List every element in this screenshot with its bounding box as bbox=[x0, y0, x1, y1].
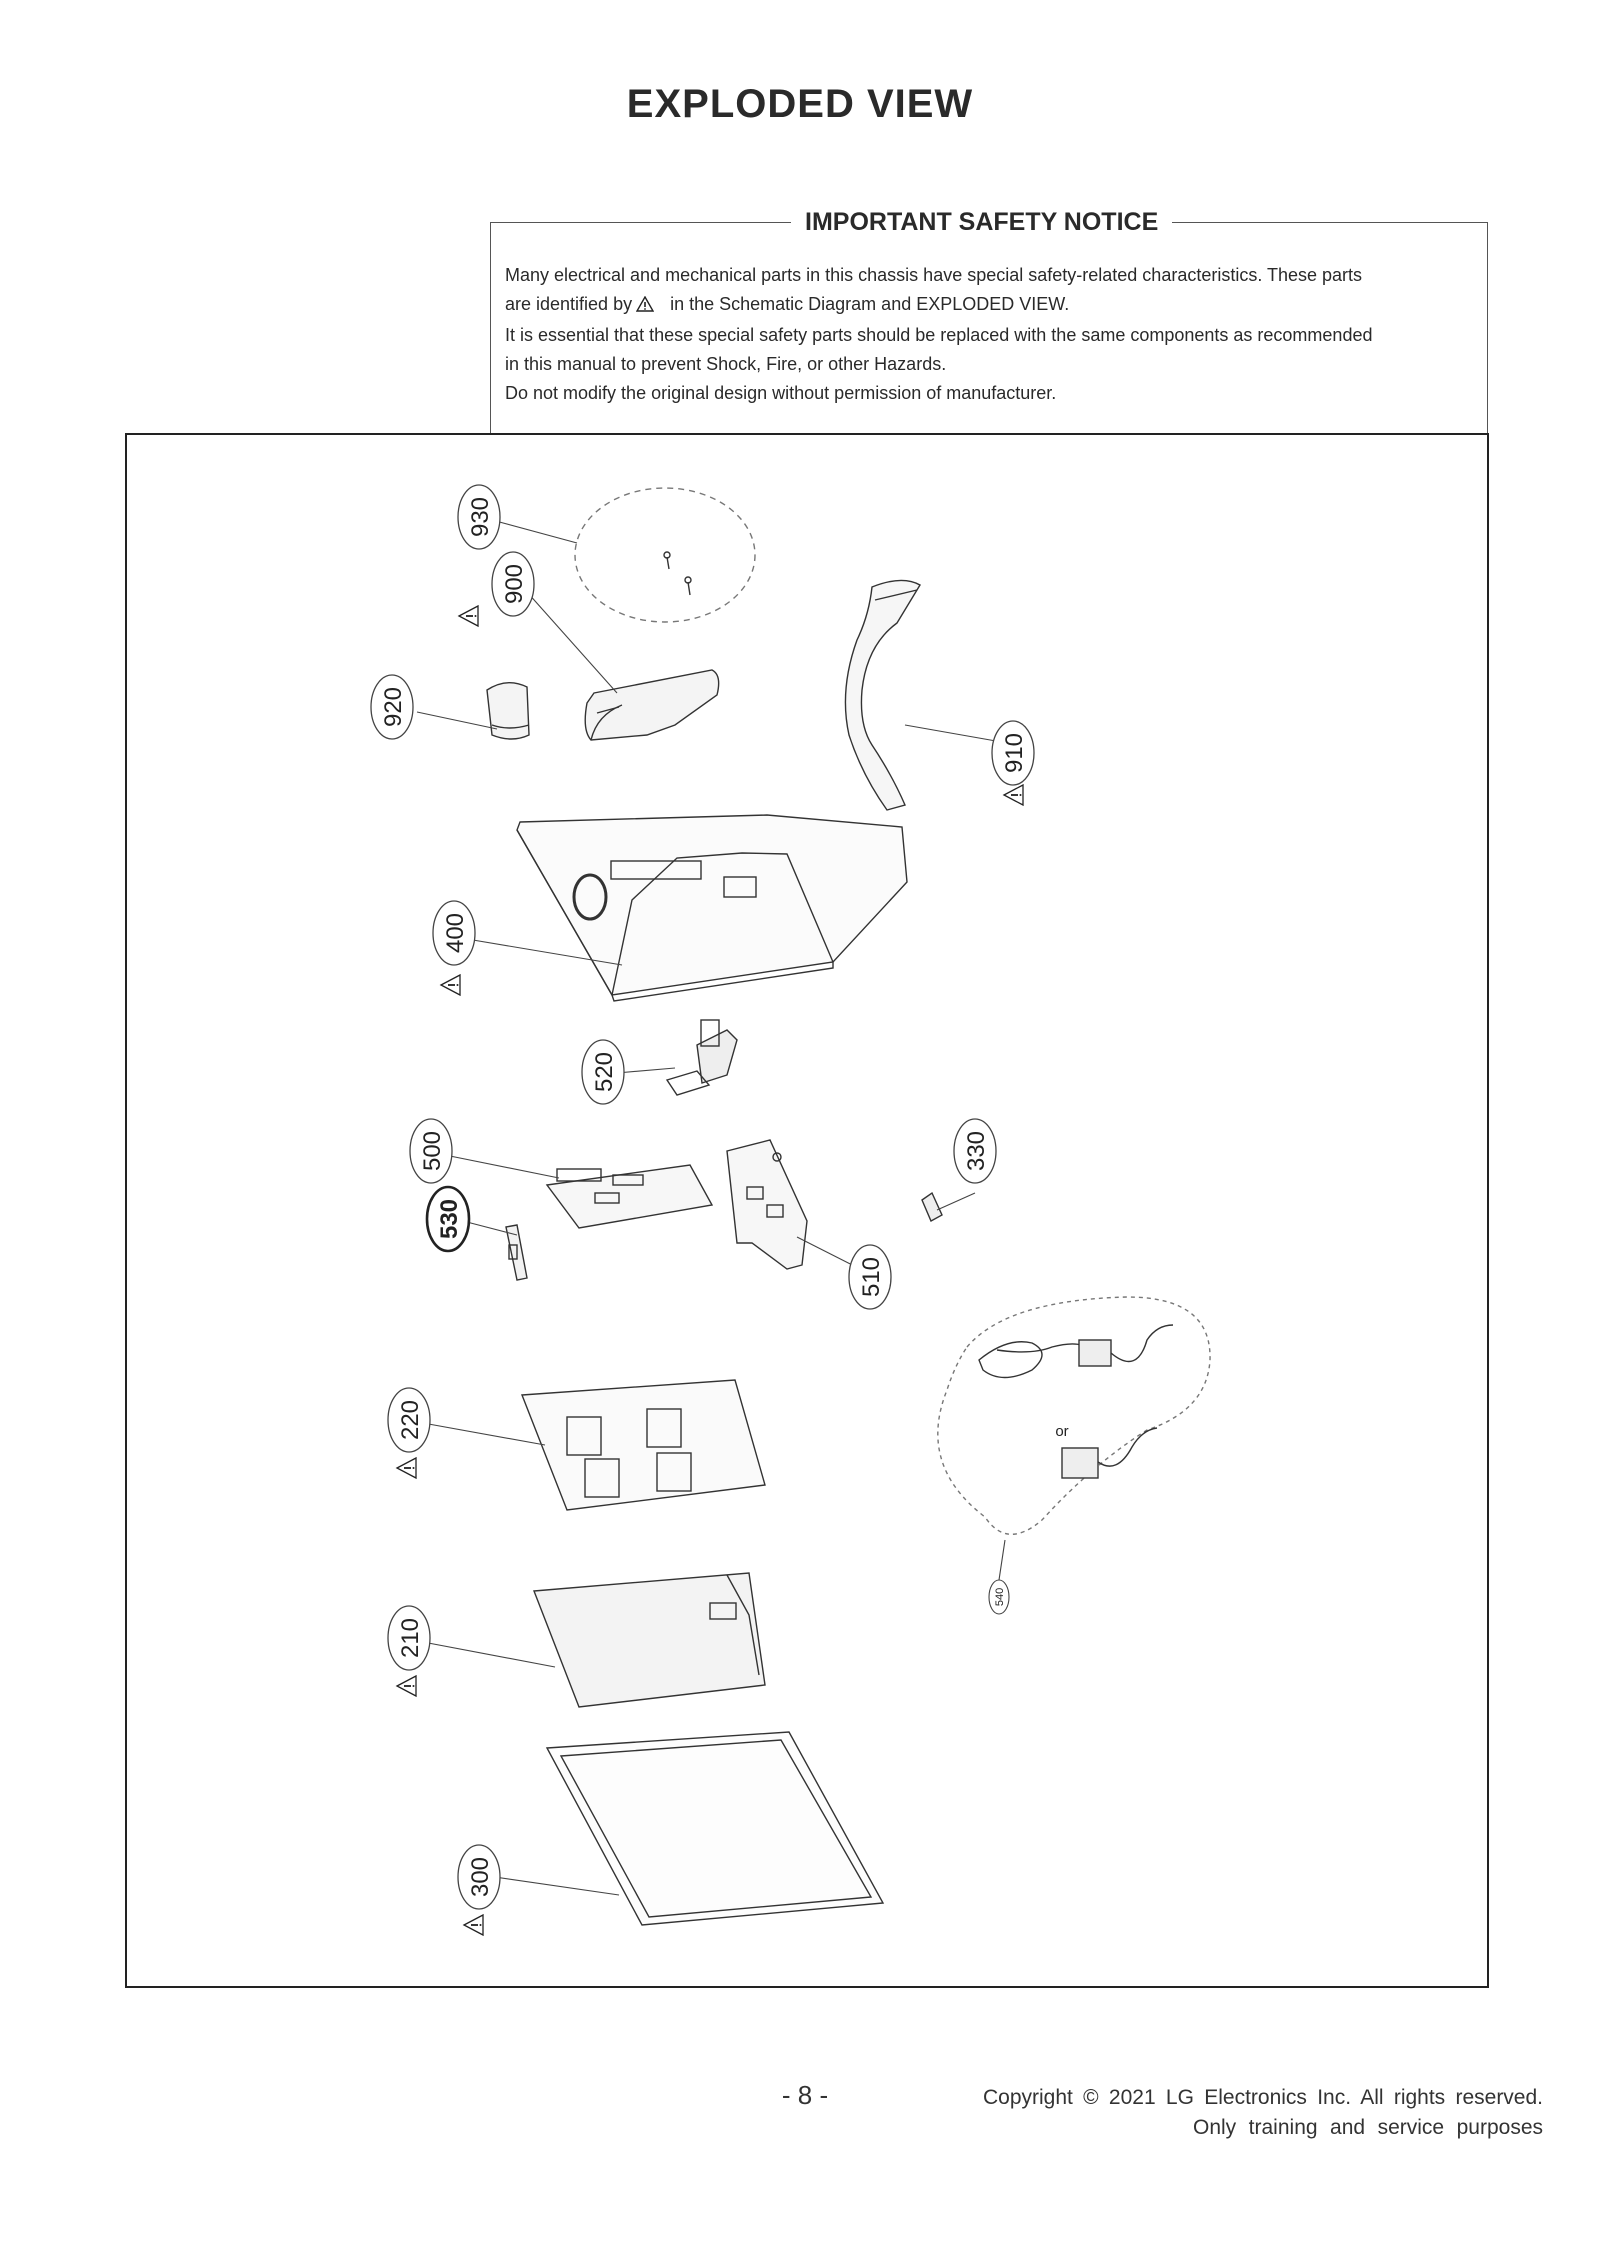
callout-540-label: 540 bbox=[994, 1588, 1006, 1606]
back-cover-400 bbox=[516, 814, 908, 1002]
screw-930a bbox=[663, 551, 671, 570]
callout-910-label: 910 bbox=[1001, 733, 1028, 773]
inner-frame-220 bbox=[521, 1379, 766, 1511]
callout-210-label: 210 bbox=[397, 1618, 424, 1658]
callout-330-label: 330 bbox=[963, 1131, 990, 1171]
warning-triangle-icon bbox=[458, 605, 479, 627]
copyright-line-1: Copyright © 2021 LG Electronics Inc. All… bbox=[983, 2086, 1543, 2109]
adapter-group-540 bbox=[937, 1296, 1211, 1535]
stand-base-910 bbox=[844, 579, 921, 811]
callout-930-label: 930 bbox=[467, 497, 494, 537]
callout-300-label: 300 bbox=[467, 1857, 494, 1897]
callout-540: 540 bbox=[988, 1579, 1010, 1615]
callout-500: 500 bbox=[409, 1118, 453, 1184]
notice-line-2: are identified by in the Schematic Diagra… bbox=[505, 290, 1473, 321]
notice-line-2a: are identified by bbox=[505, 294, 633, 314]
callout-920-label: 920 bbox=[380, 687, 407, 727]
callout-220-label: 220 bbox=[397, 1400, 424, 1440]
power-module-520 bbox=[665, 1019, 738, 1096]
stand-neck-900 bbox=[584, 669, 720, 741]
callout-510: 510 bbox=[848, 1244, 892, 1310]
warning-triangle-icon bbox=[1003, 784, 1024, 806]
bracket-330 bbox=[921, 1191, 943, 1222]
display-panel-210 bbox=[533, 1572, 766, 1708]
callout-530: 530 bbox=[425, 1185, 471, 1253]
adapter-or-label: or bbox=[1055, 1423, 1068, 1440]
page-number: - 8 - bbox=[781, 2080, 829, 2110]
callout-520: 520 bbox=[581, 1039, 625, 1105]
warning-triangle-icon bbox=[463, 1914, 484, 1936]
exploded-view-diagram: 930 900 920 910 400 520 500 530 510 330 … bbox=[125, 433, 1489, 1988]
copyright-line-2: Only training and service purposes bbox=[1193, 2116, 1543, 2139]
callout-530-label: 530 bbox=[436, 1199, 463, 1239]
callout-300: 300 bbox=[457, 1844, 501, 1910]
callout-210: 210 bbox=[387, 1605, 431, 1671]
screw-group-outline bbox=[574, 487, 756, 623]
callout-220: 220 bbox=[387, 1387, 431, 1453]
leader-lines bbox=[416, 519, 1014, 1896]
callout-910: 910 bbox=[991, 720, 1035, 786]
page-title: EXPLODED VIEW bbox=[626, 82, 974, 126]
notice-line-1: Many electrical and mechanical parts in … bbox=[505, 265, 1363, 285]
callout-330: 330 bbox=[953, 1118, 997, 1184]
callout-900: 900 bbox=[491, 551, 535, 617]
notice-line-5: Do not modify the original design withou… bbox=[505, 383, 1057, 403]
safety-marks bbox=[396, 605, 1024, 1936]
copyright-block: Copyright © 2021 LG Electronics Inc. All… bbox=[983, 2083, 1543, 2143]
notice-line-2b: in the Schematic Diagram and EXPLODED VI… bbox=[670, 294, 1070, 314]
safety-notice-body: Many electrical and mechanical parts in … bbox=[505, 261, 1473, 408]
notice-line-4: in this manual to prevent Shock, Fire, o… bbox=[505, 354, 947, 374]
small-board-530 bbox=[505, 1224, 528, 1281]
callout-900-label: 900 bbox=[501, 564, 528, 604]
stand-cover-920 bbox=[486, 682, 530, 740]
power-board-510 bbox=[726, 1139, 808, 1270]
screw-930b bbox=[684, 576, 692, 596]
safety-notice-box: IMPORTANT SAFETY NOTICE Many electrical … bbox=[490, 208, 1488, 434]
front-bezel-300 bbox=[545, 1731, 885, 1926]
part-callouts: 930 900 920 910 400 520 500 530 510 330 … bbox=[370, 484, 1069, 1910]
warning-triangle-icon bbox=[396, 1675, 417, 1697]
callout-510-label: 510 bbox=[858, 1257, 885, 1297]
callout-400: 400 bbox=[432, 900, 476, 966]
callout-930: 930 bbox=[457, 484, 501, 550]
callout-500-label: 500 bbox=[419, 1131, 446, 1171]
warning-triangle-icon bbox=[440, 974, 461, 996]
notice-line-3: It is essential that these special safet… bbox=[505, 325, 1373, 345]
callout-520-label: 520 bbox=[591, 1052, 618, 1092]
warning-triangle-icon bbox=[635, 292, 656, 321]
callout-920: 920 bbox=[370, 674, 414, 740]
callout-400-label: 400 bbox=[442, 913, 469, 953]
main-board-500 bbox=[545, 1164, 714, 1229]
safety-notice-title: IMPORTANT SAFETY NOTICE bbox=[791, 208, 1173, 237]
warning-triangle-icon bbox=[396, 1457, 417, 1479]
